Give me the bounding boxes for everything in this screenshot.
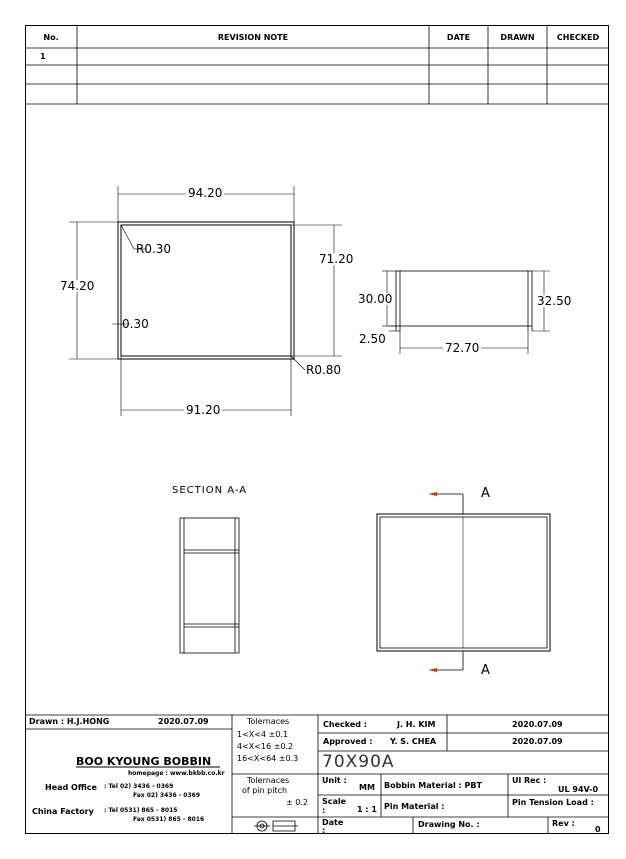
dim-side-height: 30.00 [357, 292, 394, 306]
pin-tolerance-2: of pin pitch [242, 786, 288, 795]
bobbin-material: Bobbin Material : PBT [384, 781, 482, 790]
rev-header-note: REVISION NOTE [217, 33, 289, 42]
checked-name: J. H. KIM [397, 720, 436, 729]
checked-label: Checked : [323, 720, 367, 729]
rev-header-drawn: DRAWN [500, 33, 535, 42]
date-colon: : [322, 826, 326, 835]
china-factory-tel: : Tel 0531) 865 - 8015 [104, 807, 178, 814]
ul-label: Ul Rec : [512, 776, 547, 785]
rev-row-no: 1 [40, 52, 46, 61]
dim-side-height-total: 32.50 [535, 294, 574, 308]
dim-side-length: 72.70 [443, 341, 482, 355]
approved-label: Approved : [323, 737, 373, 746]
rev-header-checked: CHECKED [556, 33, 600, 42]
rev-header-no: No. [43, 33, 59, 42]
drawing-frame [25, 25, 609, 834]
tolerances-title: Tolernaces [247, 717, 290, 726]
drawn-label: Drawn : H.J.HONG [29, 717, 110, 726]
date-label: Date [322, 818, 344, 827]
part-name: 70X90A [322, 752, 395, 772]
pin-tolerance-3: ± 0.2 [286, 798, 308, 807]
dim-radius-outer: R0.80 [306, 363, 342, 377]
dim-side-foot: 2.50 [359, 332, 386, 346]
dim-top-width: 94.20 [186, 186, 225, 200]
rev-value: 0 [595, 825, 601, 834]
tolerance-1: 1<X<4 ±0.1 [237, 730, 289, 739]
pin-tension-load: Pin Tension Load : [512, 798, 594, 807]
pin-material: Pin Material : [384, 802, 445, 811]
tolerance-3: 16<X<64 ±0.3 [237, 754, 299, 763]
section-view [179, 517, 240, 654]
front-view [117, 221, 295, 360]
section-title: SECTION A-A [172, 485, 248, 496]
dim-right-height: 71.20 [317, 252, 356, 266]
dim-bottom-width: 91.20 [184, 403, 223, 417]
drawn-date: 2020.07.09 [158, 717, 209, 726]
plan-view [376, 493, 551, 671]
scale-value: 1 : 1 [357, 805, 377, 814]
pin-tolerance-1: Tolernaces [247, 776, 290, 785]
checked-date: 2020.07.09 [512, 720, 563, 729]
projection-symbol [254, 820, 298, 832]
dim-radius-inner: R0.30 [136, 242, 172, 256]
unit-label: Unit : [322, 776, 347, 785]
section-marker-top: A [481, 486, 490, 501]
side-view [395, 270, 533, 331]
dim-left-height: 74.20 [58, 279, 97, 293]
head-office-fax: Fax 02) 3436 - 0369 [133, 792, 201, 799]
approved-name: Y. S. CHEA [390, 737, 437, 746]
rev-header-date: DATE [446, 33, 471, 42]
scale-colon: : [322, 806, 326, 815]
head-office-label: Head Office [45, 783, 97, 792]
company-name: BOO KYOUNG BOBBIN [76, 755, 212, 768]
section-marker-bottom: A [481, 663, 490, 678]
rev-label: Rev : [552, 819, 575, 828]
drawing-no-label: Drawing No. : [418, 820, 480, 829]
ul-value: UL 94V-0 [558, 785, 599, 794]
company-homepage: homepage : www.bkbb.co.kr [128, 770, 225, 777]
unit-value: MM [359, 783, 375, 792]
china-factory-label: China Factory [32, 807, 94, 816]
china-factory-fax: Fax 0531) 865 - 8016 [133, 816, 205, 823]
scale-label: Scale [322, 797, 347, 806]
tolerance-2: 4<X<16 ±0.2 [237, 742, 294, 751]
dim-wall: 0.30 [122, 317, 149, 331]
head-office-tel: : Tel 02) 3436 - 0369 [104, 783, 174, 790]
approved-date: 2020.07.09 [512, 737, 563, 746]
